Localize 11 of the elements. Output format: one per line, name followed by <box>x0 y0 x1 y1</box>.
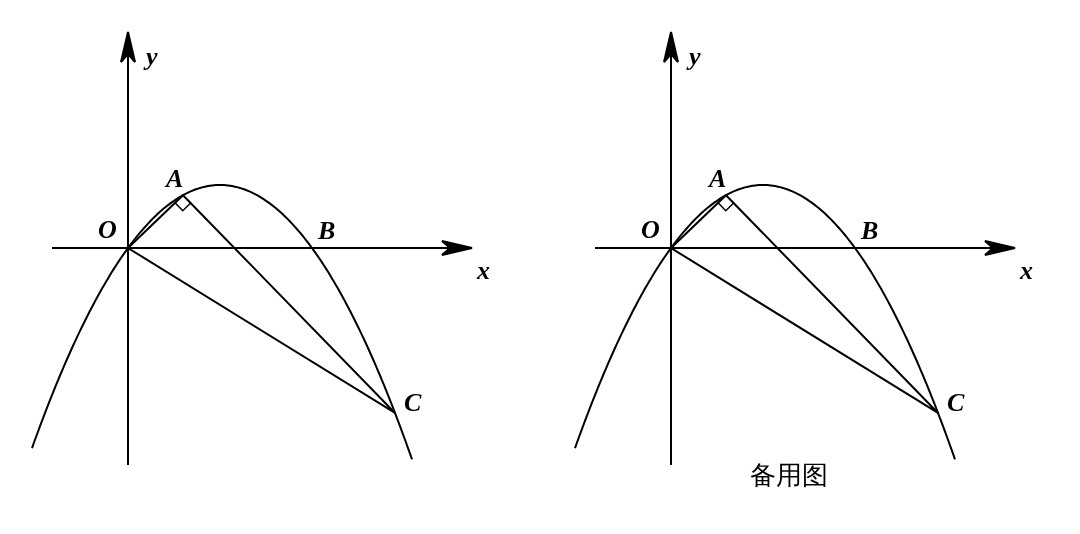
point-label: B <box>318 218 336 244</box>
point-label: A <box>166 166 184 192</box>
point-label: x <box>477 258 490 284</box>
point-label: x <box>1020 258 1033 284</box>
point-label: C <box>404 390 422 416</box>
point-label: A <box>709 166 727 192</box>
point-label: O <box>98 217 117 243</box>
figure-caption: 备用图 <box>750 462 828 488</box>
point-label: C <box>947 390 965 416</box>
point-label: O <box>641 217 660 243</box>
point-label: B <box>861 218 879 244</box>
